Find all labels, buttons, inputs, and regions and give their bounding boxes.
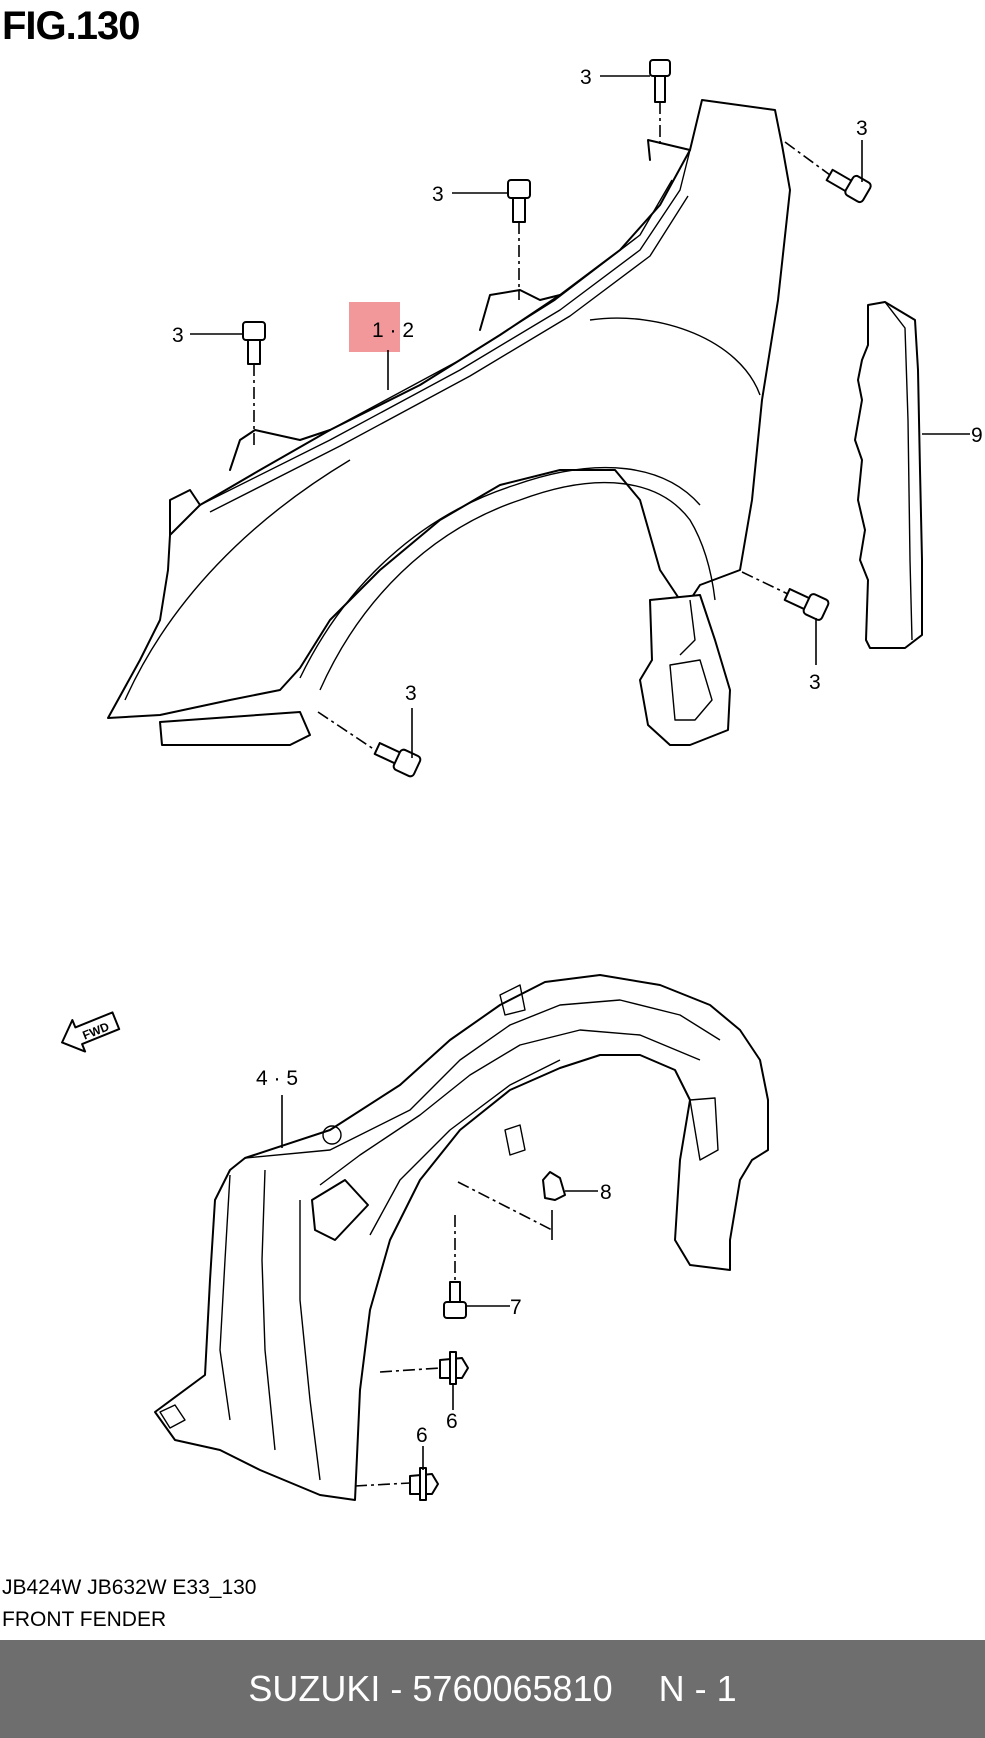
label-bolt-right-lower[interactable]: 3 [809, 671, 821, 694]
model-code: JB424W JB632W E33_130 [2, 1576, 257, 1599]
screw[interactable] [443, 1215, 467, 1319]
parts-diagram: 1 · 2 3 3 3 3 3 3 [61, 59, 983, 1501]
bolt-bottom[interactable] [317, 711, 422, 778]
label-bolt-bottom[interactable]: 3 [405, 682, 417, 705]
clip-upper[interactable] [379, 1351, 469, 1385]
label-bolt-top[interactable]: 3 [580, 66, 592, 89]
label-clip-lower[interactable]: 6 [416, 1424, 428, 1447]
nut[interactable] [457, 1171, 566, 1240]
clip-lower[interactable] [354, 1467, 439, 1501]
label-bolt-left[interactable]: 3 [172, 324, 184, 347]
bolt-top[interactable] [649, 59, 671, 145]
fender-highlight [349, 302, 400, 352]
fwd-arrow: FWD [61, 1011, 121, 1053]
front-fender[interactable] [107, 99, 791, 746]
position-code: N - 1 [658, 1668, 737, 1709]
bolt-middle[interactable] [507, 179, 531, 300]
fender-seal[interactable] [854, 301, 923, 649]
label-liner[interactable]: 4 · 5 [256, 1067, 298, 1090]
section-name: FRONT FENDER [2, 1608, 167, 1631]
label-bolt-middle[interactable]: 3 [432, 183, 444, 206]
bolt-right-lower[interactable] [741, 571, 830, 621]
separator: - [390, 1668, 403, 1709]
bolt-left[interactable] [242, 321, 266, 445]
label-screw[interactable]: 7 [510, 1296, 522, 1319]
label-seal[interactable]: 9 [971, 424, 983, 447]
label-fender[interactable]: 1 · 2 [372, 319, 414, 342]
fender-liner[interactable] [154, 974, 769, 1501]
bolt-right-upper[interactable] [784, 141, 872, 204]
part-number[interactable]: 5760065810 [412, 1668, 613, 1709]
label-nut[interactable]: 8 [600, 1181, 612, 1204]
label-bolt-right-upper[interactable]: 3 [856, 117, 868, 140]
label-clip-upper[interactable]: 6 [446, 1410, 458, 1433]
part-info-bar: SUZUKI - 5760065810 N - 1 [0, 1640, 985, 1738]
figure-title: FIG.130 [2, 4, 141, 48]
brand-name: SUZUKI [248, 1668, 381, 1709]
